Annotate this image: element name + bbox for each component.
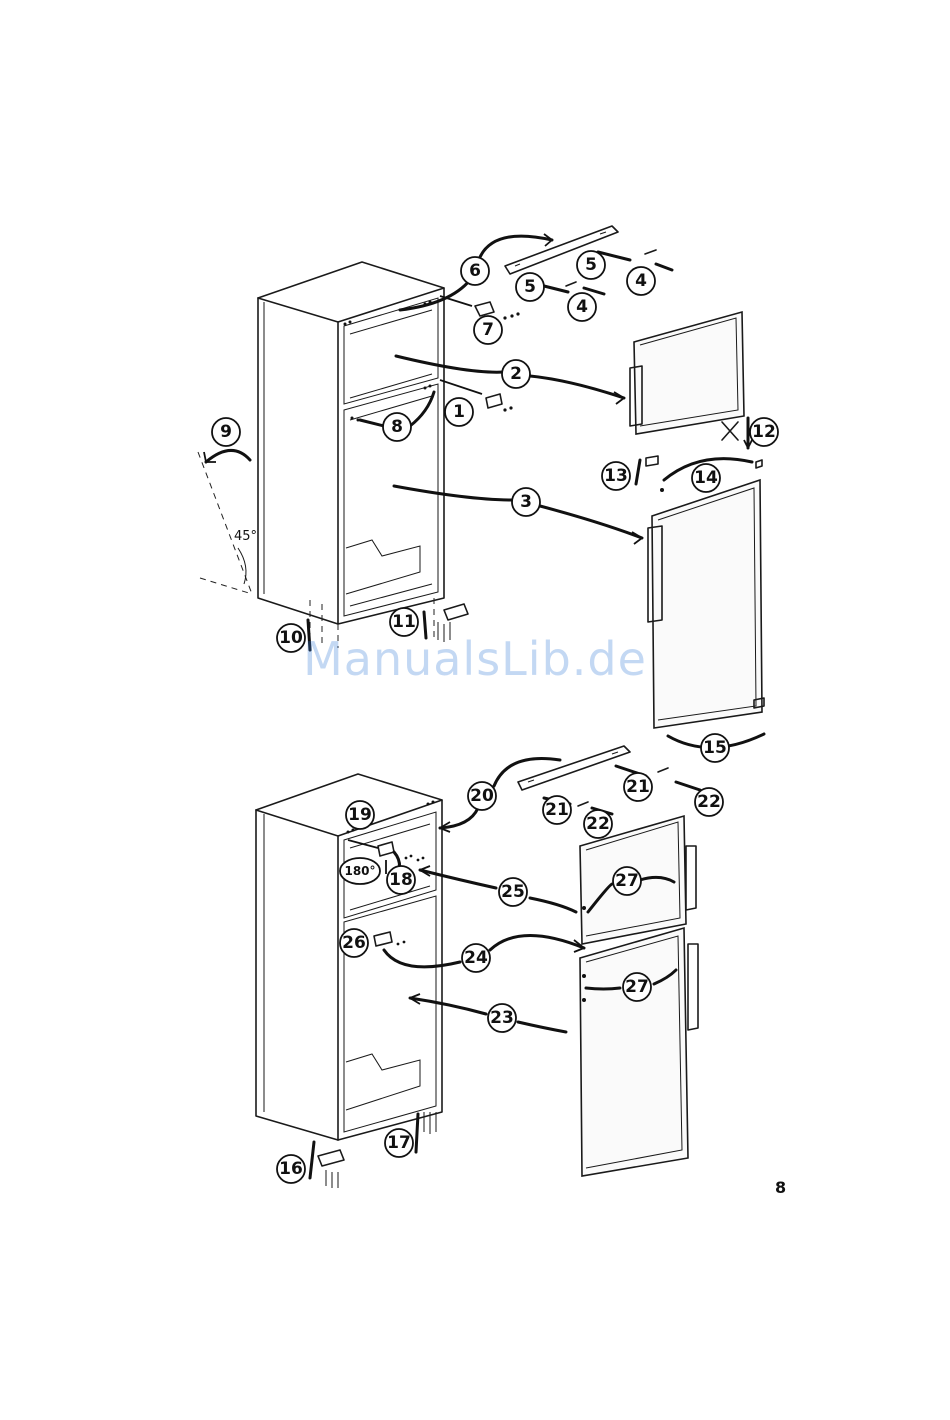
callout-23: 23 — [488, 1004, 516, 1032]
callout-5b: 5 — [516, 273, 544, 301]
callout-4b: 4 — [568, 293, 596, 321]
svg-text:7: 7 — [482, 320, 494, 340]
svg-text:21: 21 — [545, 800, 569, 820]
tilt-guide — [198, 452, 252, 594]
svg-text:27: 27 — [615, 871, 639, 891]
svg-text:22: 22 — [586, 814, 610, 834]
svg-text:21: 21 — [626, 777, 650, 797]
callout-13: 13 — [602, 462, 630, 490]
svg-text:15: 15 — [703, 738, 727, 758]
svg-text:18: 18 — [389, 870, 413, 890]
callout-22b: 22 — [584, 810, 612, 838]
arrow-20 — [440, 758, 560, 828]
svg-text:11: 11 — [392, 612, 416, 632]
top-fridge-cabinet — [258, 262, 444, 624]
callout-8: 8 — [383, 413, 411, 441]
svg-text:13: 13 — [604, 466, 628, 486]
svg-text:5: 5 — [585, 255, 597, 275]
arrow-25 — [420, 870, 576, 912]
watermark: ManualsLib.de — [0, 632, 950, 686]
arrow-9 — [206, 450, 250, 462]
svg-text:9: 9 — [220, 422, 232, 442]
callout-25: 25 — [499, 878, 527, 906]
svg-text:6: 6 — [469, 261, 481, 281]
callout-21b: 21 — [543, 796, 571, 824]
svg-text:3: 3 — [520, 492, 532, 512]
callout-17: 17 — [385, 1129, 413, 1157]
svg-text:16: 16 — [279, 1159, 303, 1179]
svg-text:2: 2 — [510, 364, 522, 384]
svg-text:17: 17 — [387, 1133, 411, 1153]
callout-26: 26 — [340, 929, 368, 957]
callout-5a: 5 — [577, 251, 605, 279]
svg-text:8: 8 — [391, 417, 403, 437]
arrow-8 — [410, 392, 434, 426]
callout-19: 19 — [346, 801, 374, 829]
bottom-fridge-door — [580, 928, 698, 1176]
rotation-label: 180° — [344, 864, 375, 878]
svg-text:27: 27 — [625, 977, 649, 997]
svg-text:22: 22 — [697, 792, 721, 812]
callout-20: 20 — [468, 782, 496, 810]
callout-6: 6 — [461, 257, 489, 285]
callout-27a: 27 — [613, 867, 641, 895]
svg-text:4: 4 — [635, 271, 647, 291]
svg-text:26: 26 — [342, 933, 366, 953]
callout-18: 18 — [387, 866, 415, 894]
svg-text:1: 1 — [453, 402, 465, 422]
callout-4a: 4 — [627, 267, 655, 295]
callout-7: 7 — [474, 316, 502, 344]
callout-12: 12 — [750, 418, 778, 446]
callout-27b: 27 — [623, 973, 651, 1001]
callout-1: 1 — [445, 398, 473, 426]
svg-text:14: 14 — [694, 468, 718, 488]
top-fridge-door — [648, 480, 762, 728]
svg-text:25: 25 — [501, 882, 525, 902]
svg-text:24: 24 — [464, 948, 488, 968]
svg-text:23: 23 — [490, 1008, 514, 1028]
callout-22a: 22 — [695, 788, 723, 816]
arrow-6 — [478, 236, 552, 262]
callout-3: 3 — [512, 488, 540, 516]
callout-14: 14 — [692, 464, 720, 492]
angle-label: 45° — [234, 529, 257, 544]
callout-15: 15 — [701, 734, 729, 762]
bottom-cover-strip — [518, 746, 630, 790]
callout-21a: 21 — [624, 773, 652, 801]
top-hinge-parts — [440, 296, 520, 412]
callout-9: 9 — [212, 418, 240, 446]
svg-text:5: 5 — [524, 277, 536, 297]
svg-text:19: 19 — [348, 805, 372, 825]
callout-16: 16 — [277, 1155, 305, 1183]
callout-2: 2 — [502, 360, 530, 388]
page-number: 8 — [775, 1178, 786, 1197]
callout-24: 24 — [462, 944, 490, 972]
svg-text:20: 20 — [470, 786, 494, 806]
top-freezer-door — [630, 312, 744, 434]
svg-text:4: 4 — [576, 297, 588, 317]
svg-text:12: 12 — [752, 422, 776, 442]
